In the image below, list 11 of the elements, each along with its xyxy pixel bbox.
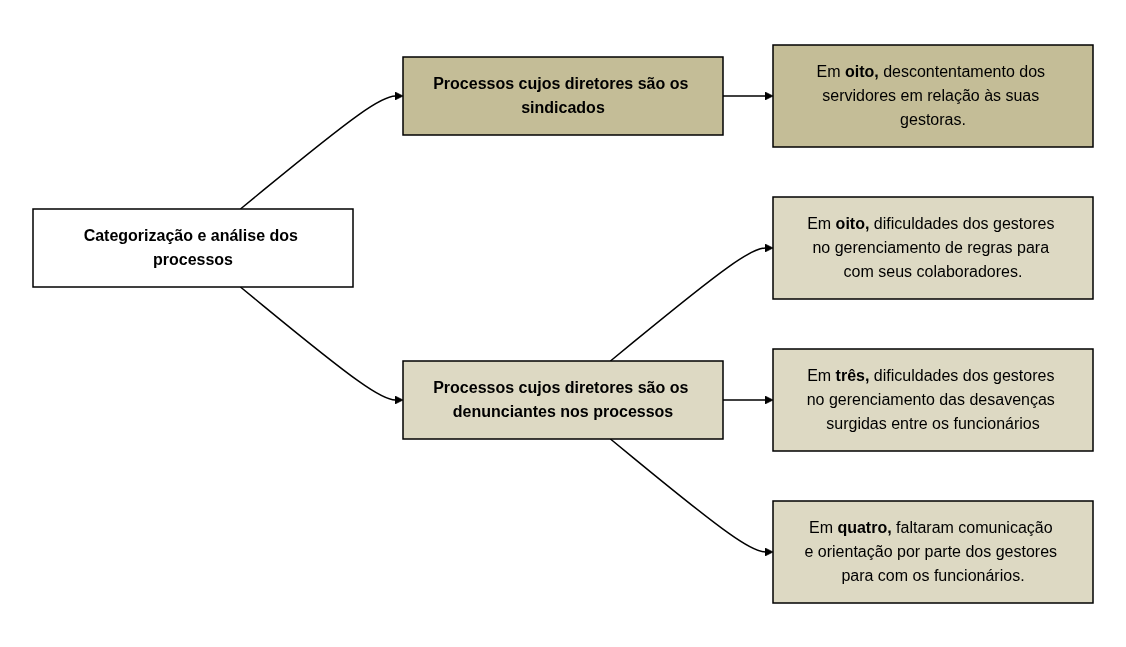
arrow [239, 91, 404, 210]
arrow [609, 437, 774, 556]
node-box: Processos cujos diretores são os denunciantes nos processos [402, 359, 724, 440]
arrow [239, 285, 404, 404]
node-box: Categorização e análise dos processos [32, 207, 354, 288]
node-box: Em quatro, faltaram comunicação e orientação por parte dos gestores para com os funcionários. [772, 499, 1094, 604]
arrow [609, 243, 774, 362]
node-box: Processos cujos diretores são os sindicados [402, 55, 724, 136]
node-box: Em três, dificuldades dos gestores no gerenciamento das desavenças surgidas entre os funcionários [772, 347, 1094, 452]
node-box: Em oito, dificuldades dos gestores no gerenciamento de regras para com seus colaboradores. [772, 195, 1094, 300]
node-box: Em oito, descontentamento dos servidores em relação às suas gestoras. [772, 43, 1094, 148]
